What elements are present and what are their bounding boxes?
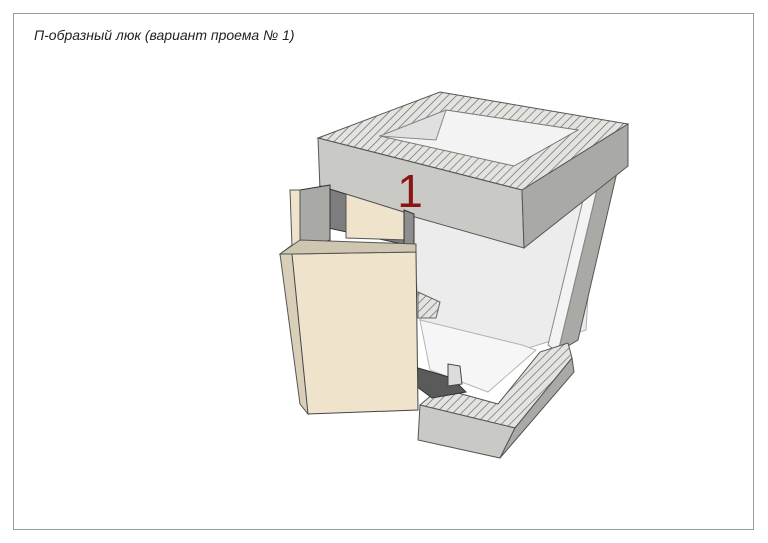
top-frame-right	[521, 123, 629, 250]
door-top-edge	[278, 239, 417, 255]
door-panel[interactable]	[291, 251, 419, 415]
hinge-bracket	[447, 363, 463, 387]
top-frame-opening-wall	[379, 109, 447, 141]
inner-step	[417, 291, 441, 319]
bottom-frame-right	[499, 356, 575, 459]
drawing-title: П-образный люк (вариант проема № 1)	[34, 27, 295, 43]
opening-number-label: 1	[397, 165, 423, 217]
